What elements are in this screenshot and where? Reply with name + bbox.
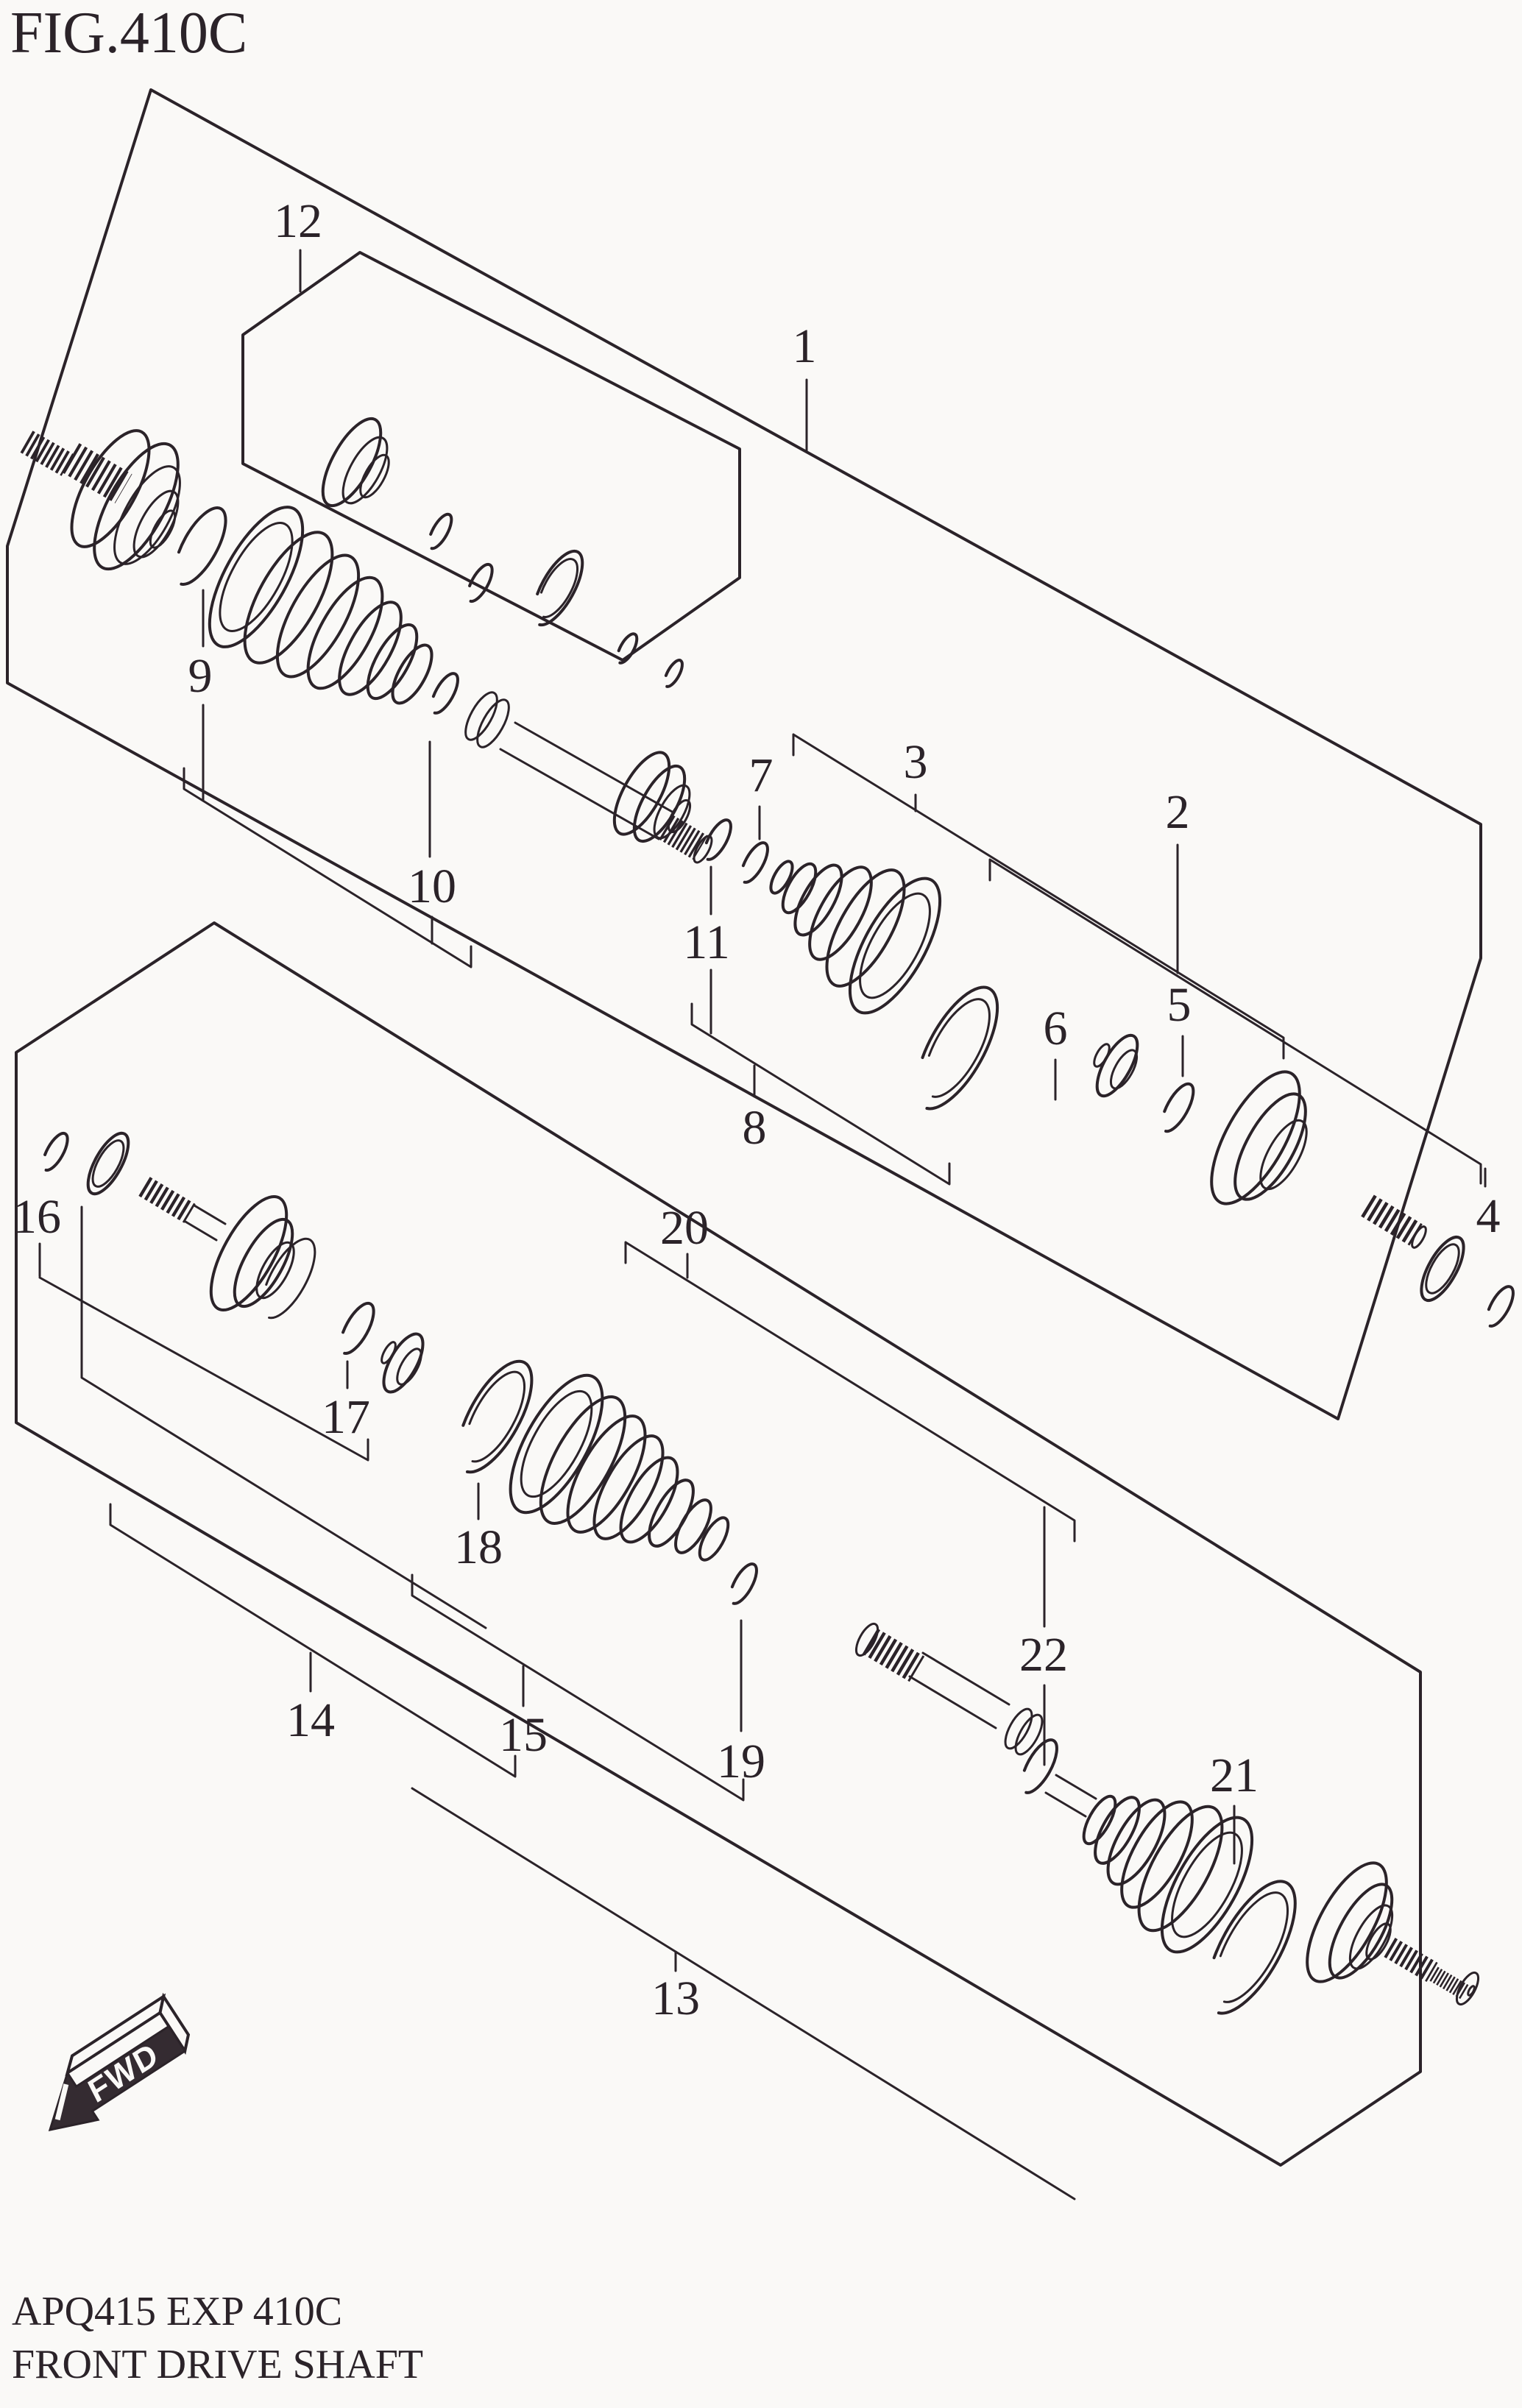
boot-band-18 <box>456 1359 534 1474</box>
boot-kit-contents-12 <box>321 417 684 688</box>
boot-kit-box-12 <box>241 251 741 662</box>
bracket-lower-kit-20 <box>624 1241 1076 1543</box>
figure-name: FRONT DRIVE SHAFT <box>12 2341 424 2387</box>
bracket-boot-kit-3 <box>792 733 1285 1060</box>
bracket-8 <box>690 1002 951 1186</box>
callout-label-6: 6 <box>1044 1002 1068 1055</box>
figure-footer: APQ415 EXP 410C FRONT DRIVE SHAFT <box>12 2286 423 2391</box>
callout-label-13: 13 <box>651 1972 700 2025</box>
cv-boot-10 <box>208 506 433 705</box>
boot-band-21 <box>1206 1880 1297 2015</box>
bracket-16 <box>38 1276 369 1462</box>
lower-drive-shaft-assembly <box>41 1131 1480 2015</box>
halfshaft <box>908 1651 1010 1729</box>
snap-ring-17 <box>339 1301 375 1356</box>
callout-label-2: 2 <box>1166 785 1190 839</box>
outer-cv-joint-right <box>1306 1861 1480 2006</box>
callout-label-15: 15 <box>499 1708 548 1762</box>
inner-joint-stub-shaft <box>138 1177 227 1242</box>
snap-ring-11 <box>703 818 732 861</box>
fwd-arrow: FWD <box>48 1992 191 2131</box>
callout-label-10: 10 <box>408 860 456 913</box>
snap-ring-4 <box>1485 1285 1515 1328</box>
center-support-8 <box>612 751 692 843</box>
bracket-13 <box>411 1787 1076 2200</box>
lower-outer-box <box>15 921 1422 2167</box>
bracket-14 <box>109 1503 517 1778</box>
cv-boot-right <box>1082 1794 1254 1954</box>
callout-label-19: 19 <box>717 1735 765 1788</box>
snap-ring-5 <box>1160 1082 1195 1133</box>
boot-clamp-small <box>430 672 459 715</box>
inner-joint-housing-2 <box>1210 1070 1427 1249</box>
boot-band-6 <box>914 985 999 1111</box>
callout-label-1: 1 <box>793 319 817 373</box>
callout-label-17: 17 <box>322 1390 370 1444</box>
callout-label-11: 11 <box>683 916 730 969</box>
wheel-spindle-threads <box>20 431 132 503</box>
callout-label-5: 5 <box>1167 978 1192 1032</box>
callout-label-7: 7 <box>749 748 774 802</box>
callout-label-4: 4 <box>1476 1189 1501 1243</box>
tripod-spider-5 <box>1093 1033 1139 1098</box>
callout-label-3: 3 <box>904 735 928 789</box>
shaft-damper-rings <box>464 691 510 748</box>
upper-drive-shaft-assembly <box>20 429 1515 1328</box>
bracket-9-10 <box>183 767 472 968</box>
halfshaft-neck <box>1044 1774 1097 1818</box>
catalog-code: APQ415 EXP 410C <box>12 2289 343 2334</box>
boot-clamp-7 <box>740 841 769 884</box>
callout-label-9: 9 <box>188 649 213 703</box>
group-brackets <box>38 733 1482 2200</box>
damper-22 <box>1004 1707 1058 1794</box>
fwd-arrow-face <box>48 2025 187 2131</box>
callout-label-14: 14 <box>286 1693 335 1747</box>
callout-label-21: 21 <box>1210 1749 1259 1802</box>
upper-outer-box <box>6 88 1482 1420</box>
snap-ring-16 <box>41 1131 69 1172</box>
boot-clamp-19 <box>729 1562 758 1605</box>
cv-boot-15 <box>509 1373 730 1562</box>
callout-label-8: 8 <box>743 1101 767 1155</box>
figure-title: FIG.410C <box>10 1 248 65</box>
inner-joint-housing-14 <box>209 1194 316 1320</box>
oil-seal <box>1420 1236 1465 1302</box>
halfshaft-spline-end <box>854 1622 925 1682</box>
bracket-inner-joint-2 <box>988 858 1482 1185</box>
bracket-inner-group <box>80 1205 487 1629</box>
outer-cv-joint <box>70 429 181 571</box>
callout-label-20: 20 <box>660 1201 709 1255</box>
tripod-spider-lower <box>380 1332 425 1394</box>
bracket-15 <box>411 1573 745 1802</box>
inner-cv-boot-3 <box>769 860 942 1015</box>
seal-ring <box>86 1131 130 1196</box>
callout-label-16: 16 <box>13 1190 61 1244</box>
callout-label-12: 12 <box>274 194 322 248</box>
callout-label-18: 18 <box>454 1520 503 1574</box>
snap-ring-9 <box>173 506 227 586</box>
callout-label-22: 22 <box>1019 1628 1068 1682</box>
fwd-arrow-stripe <box>54 2083 69 2121</box>
